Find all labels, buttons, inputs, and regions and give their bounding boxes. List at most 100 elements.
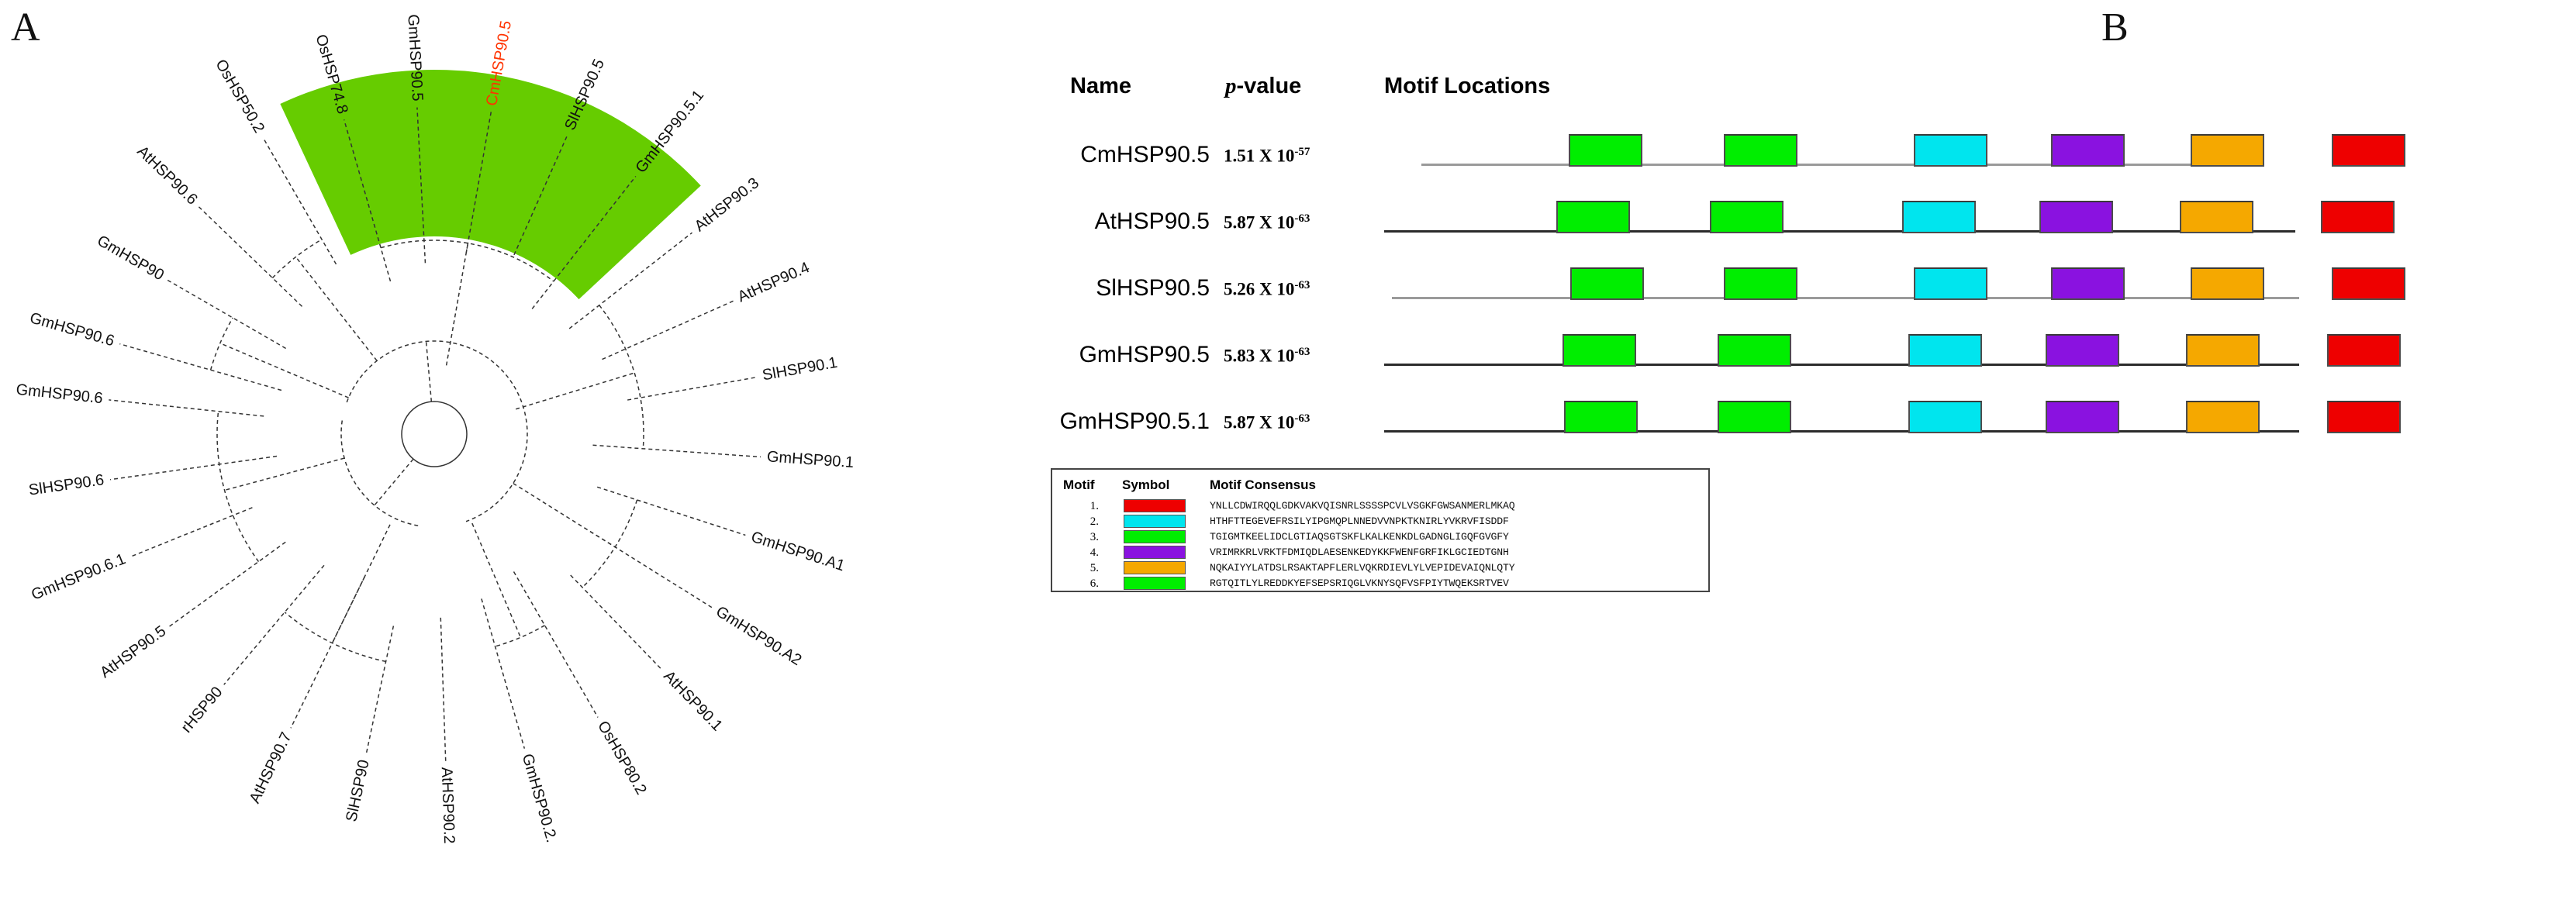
motif-block-5[interactable] [2191, 267, 2264, 300]
motif-block-4[interactable] [2051, 267, 2125, 300]
motif-block-2[interactable] [1902, 201, 1976, 233]
legend-motif-number: 6. [1089, 577, 1099, 590]
sequence-name: CmHSP90.5 [1080, 142, 1210, 167]
legend-motif-number: 3. [1089, 531, 1099, 543]
tree-tip-label: AtHSP90.1 [660, 667, 726, 734]
motif-block-1[interactable] [2332, 267, 2405, 300]
motif-block-1[interactable] [2327, 401, 2401, 433]
tree-tip-label: SlHSP90.6 [28, 471, 105, 498]
motif-block-6[interactable] [1556, 201, 1630, 233]
motif-block-4[interactable] [2039, 201, 2113, 233]
sequence-backbone-line [1392, 297, 2299, 299]
tree-tip-label: GmHSP90 [94, 233, 167, 284]
motif-row: CmHSP90.5 1.51 X 10-57 [1031, 120, 2419, 184]
tree-tip-label: OsHSP50.2 [212, 57, 268, 136]
motif-block-6[interactable] [1564, 401, 1638, 433]
pvalue-mantissa: 5.83 X 10 [1224, 346, 1295, 366]
tree-tip-label: GmHSP90.1 [766, 448, 855, 471]
motif-block-1[interactable] [2321, 201, 2395, 233]
motif-block-5[interactable] [2186, 334, 2260, 367]
sequence-name: GmHSP90.5.1 [1059, 408, 1210, 434]
legend-consensus-sequence: VRIMRKRLVRKTFDMIQDLAESENKEDYKKFWENFGRFIK… [1210, 546, 1509, 558]
pvalue-exponent: -63 [1294, 212, 1310, 225]
motif-row: SlHSP90.5 5.26 X 10-63 [1031, 253, 2419, 317]
motif-block-4[interactable] [2051, 134, 2125, 167]
column-header-pvalue: p-value [1225, 74, 1301, 99]
pvalue-exponent: -63 [1294, 412, 1310, 425]
column-header-name: Name [1070, 74, 1131, 98]
tree-tip-label: GmHSP90.6 [28, 309, 116, 350]
sequence-name: SlHSP90.5 [1096, 275, 1210, 301]
legend-consensus-sequence: HTHFTTEGEVEFRSILYIPGMQPLNNEDVVNPKTKNIRLY… [1210, 515, 1509, 527]
pvalue-exponent: -63 [1294, 346, 1310, 358]
motif-block-6[interactable] [1570, 267, 1644, 300]
sequence-name: GmHSP90.5 [1079, 342, 1210, 367]
tree-tip-label: GmHSP90.A1 [749, 529, 847, 575]
motif-block-6[interactable] [1724, 267, 1797, 300]
tree-tip-label: SlHSP90.1 [761, 354, 838, 384]
pvalue-exponent: -63 [1294, 279, 1310, 291]
panel-b-label: B [2101, 5, 2129, 50]
sequence-pvalue: 5.83 X 10-63 [1224, 346, 1359, 367]
sequence-pvalue: 5.87 X 10-63 [1224, 412, 1359, 433]
tree-tip-label: AtHSP90.3 [692, 174, 763, 235]
sequence-backbone-line [1384, 230, 2295, 233]
tree-tip-label: GmHSP90.6 [16, 381, 104, 408]
legend-header-consensus: Motif Consensus [1210, 477, 1316, 492]
tree-tip-label: AtHSP90.2 [438, 767, 458, 844]
motif-row: GmHSP90.5.1 5.87 X 10-63 [1031, 387, 2419, 450]
legend-color-swatch [1124, 499, 1186, 512]
motif-legend-box: Motif Symbol Motif Consensus 1.YNLLCDWIR… [1051, 468, 1710, 592]
motif-block-2[interactable] [1914, 267, 1987, 300]
motif-block-5[interactable] [2186, 401, 2260, 433]
legend-motif-number: 4. [1089, 546, 1099, 559]
legend-header-motif: Motif [1063, 477, 1095, 492]
motif-track [1384, 120, 2419, 184]
panel-b-motif-diagram: B Name p-value Motif Locations CmHSP90.5… [1031, 0, 2576, 910]
motif-block-6[interactable] [1569, 134, 1642, 167]
legend-row: 6.RGTQITLYLREDDKYEFSEPSRIQGLVKNYSQFVSFPI… [1052, 576, 1708, 591]
tree-tip-label: AtHSP90.5 [97, 622, 169, 681]
motif-row: AtHSP90.5 5.87 X 10-63 [1031, 187, 2419, 250]
legend-motif-number: 2. [1089, 515, 1099, 528]
motif-block-6[interactable] [1563, 334, 1636, 367]
legend-header-symbol: Symbol [1122, 477, 1170, 492]
legend-motif-number: 5. [1089, 562, 1099, 574]
tree-tip-label: AtHSP90.4 [735, 259, 812, 305]
motif-block-6[interactable] [1710, 201, 1784, 233]
motif-block-4[interactable] [2046, 334, 2119, 367]
motif-track [1384, 387, 2419, 450]
motif-block-1[interactable] [2327, 334, 2401, 367]
tree-tip-label: OsHSP80.2 [594, 719, 650, 798]
tree-branches [109, 107, 761, 761]
motif-block-5[interactable] [2180, 201, 2253, 233]
tree-tip-label: GmHSP90.A2 [713, 603, 804, 669]
legend-row: 5.NQKAIYYLATDSLRSAKTAPFLERLVQKRDIEVLYLVE… [1052, 560, 1708, 575]
pvalue-exponent: -57 [1294, 146, 1310, 158]
motif-block-5[interactable] [2191, 134, 2264, 167]
legend-color-swatch [1124, 577, 1186, 590]
sequence-name: AtHSP90.5 [1094, 209, 1210, 234]
tree-tip-label: GmHSP90.6.1 [29, 550, 128, 604]
motif-block-4[interactable] [2046, 401, 2119, 433]
pvalue-italic-p: p [1225, 74, 1237, 98]
pvalue-mantissa: 5.26 X 10 [1224, 279, 1295, 299]
sequence-backbone-line [1384, 364, 2299, 366]
motif-block-2[interactable] [1914, 134, 1987, 167]
sequence-backbone-line [1421, 164, 2263, 166]
legend-color-swatch [1124, 546, 1186, 559]
motif-block-2[interactable] [1908, 401, 1982, 433]
motif-track [1384, 320, 2419, 384]
motif-block-6[interactable] [1724, 134, 1797, 167]
motif-block-2[interactable] [1908, 334, 1982, 367]
legend-row: 4. VRIMRKRLVRKTFDMIQDLAESENKEDYKKFWENFGRF… [1052, 545, 1708, 560]
motif-block-6[interactable] [1718, 401, 1791, 433]
pvalue-suffix: -value [1236, 74, 1302, 98]
tree-tip-label: AtHSP90.7 [247, 729, 295, 806]
pvalue-mantissa: 1.51 X 10 [1224, 146, 1295, 166]
motif-block-1[interactable] [2332, 134, 2405, 167]
motif-block-6[interactable] [1718, 334, 1791, 367]
sequence-pvalue: 5.87 X 10-63 [1224, 212, 1359, 233]
